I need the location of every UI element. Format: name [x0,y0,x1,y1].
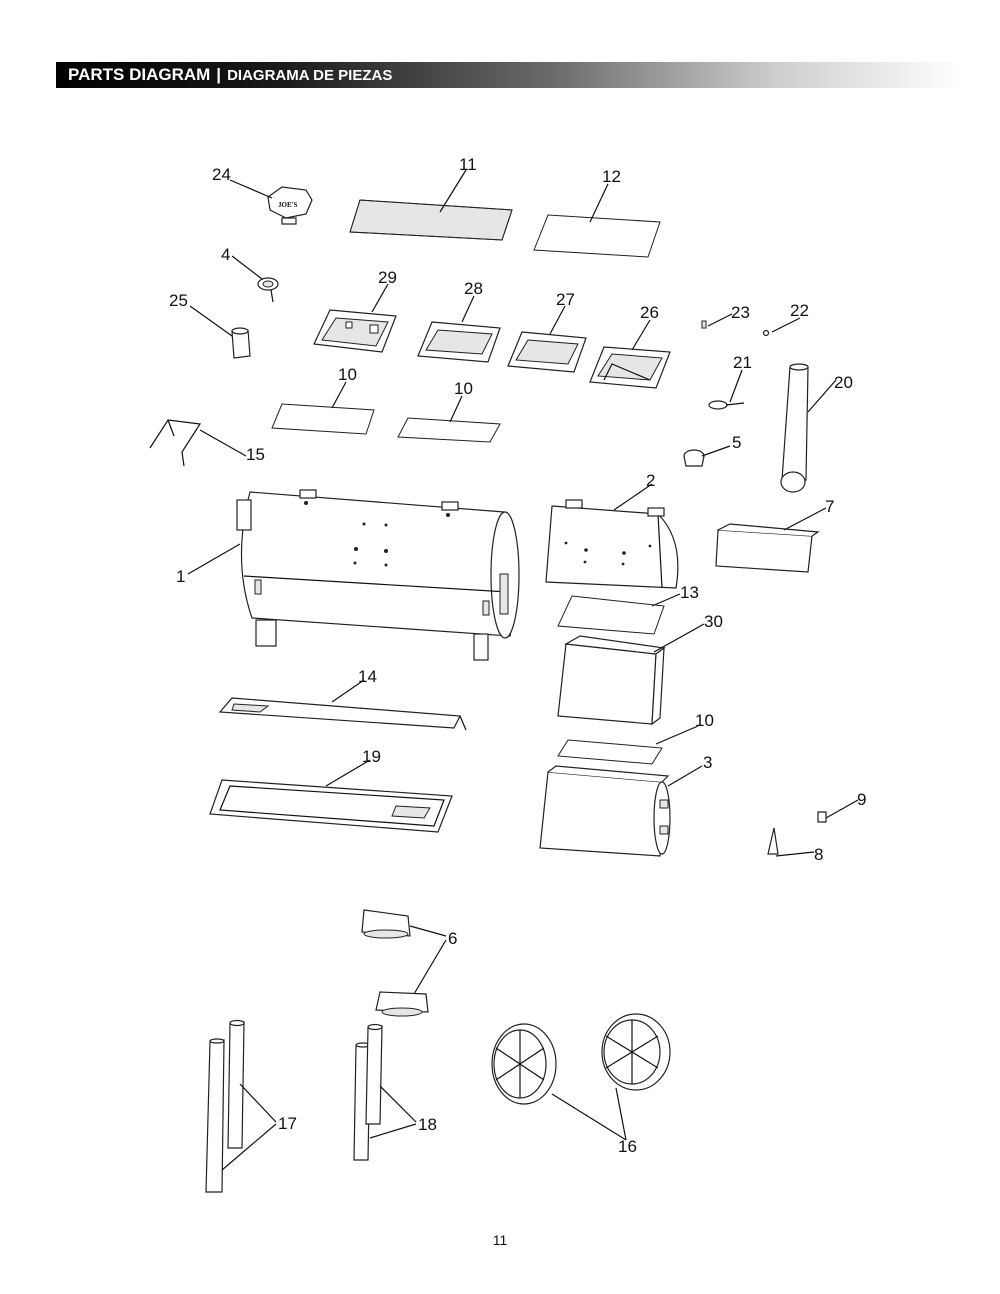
callout-30: 30 [704,612,723,631]
callout-7: 7 [825,497,834,516]
callout-14: 14 [358,667,377,686]
part-7-front-shelf [715,523,820,573]
callout-16: 16 [618,1137,637,1156]
part-29-heat-tray [313,309,397,353]
leader-lines [187,169,859,1171]
callout-12: 12 [602,167,621,186]
part-1-main-chamber [236,489,520,661]
part-4-thermometer [257,277,279,303]
part-25-damper-tube [231,327,251,359]
part-10-charcoal-grate [557,739,663,765]
logo-text: JOE'S [278,201,298,209]
callout-27: 27 [556,290,575,309]
page-number: 11 [492,1232,508,1248]
header-title-es: DIAGRAMA DE PIEZAS [227,66,393,84]
callout-19: 19 [362,747,381,766]
part-16-wheel-a [491,1023,557,1105]
part-5-knob [683,449,705,467]
part-11-cooking-grate [349,199,513,241]
callout-4: 4 [221,245,230,264]
header-title-en: PARTS DIAGRAM [68,65,211,84]
callout-15: 15 [246,445,265,464]
callout-22: 22 [790,301,809,320]
part-17-leg-b [227,1019,245,1149]
part-23-bolt [701,320,707,329]
callout-10-firebox: 10 [695,711,714,730]
part-10-warming-grate-b [397,417,501,443]
section-header: PARTS DIAGRAM | DIAGRAMA DE PIEZAS [56,62,960,88]
callout-28: 28 [464,279,483,298]
callout-1: 1 [176,567,185,586]
callout-24: 24 [212,165,231,184]
part-9-clip [817,811,827,823]
callout-21: 21 [733,353,752,372]
part-3-firebox [539,765,671,857]
callout-17: 17 [278,1114,297,1133]
callout-23: 23 [731,303,750,322]
part-18-leg-a [353,1042,371,1161]
callout-3: 3 [703,753,712,772]
callout-labels: 24 11 12 4 25 29 28 27 26 23 22 21 20 10… [169,155,866,1156]
part-15-handle [149,419,202,467]
part-18-leg-b [365,1023,383,1125]
part-26-heat-tray [589,346,671,389]
callout-6: 6 [448,929,457,948]
callout-20: 20 [834,373,853,392]
callout-9: 9 [857,790,866,809]
part-2-firebox-lid [545,499,679,589]
part-13-firebox-cooking-grate [557,595,665,635]
header-separator: | [216,65,222,84]
part-10-warming-grate-a [271,403,375,435]
callout-18: 18 [418,1115,437,1134]
part-27-heat-tray [507,331,587,373]
callout-10-upper-left: 10 [338,365,357,384]
part-22-nut [762,329,770,337]
callout-26: 26 [640,303,659,322]
part-6-wheel-bracket-a [361,909,411,939]
part-21-lifter [708,400,745,410]
callout-29: 29 [378,268,397,287]
callout-11: 11 [459,155,477,174]
part-20-smokestack [780,363,809,493]
callout-13: 13 [680,583,699,602]
part-28-heat-tray [417,321,501,363]
callout-8: 8 [814,845,823,864]
callout-10-upper-right: 10 [454,379,473,398]
callout-5: 5 [732,433,741,452]
part-19-bottom-shelf [209,779,453,833]
part-30-charcoal-basket [557,635,666,726]
callout-2: 2 [646,471,655,490]
part-14-lower-shelf [218,697,467,731]
part-12-cooking-grate [533,214,661,258]
callout-25: 25 [169,291,188,310]
part-8-pin [767,827,779,855]
part-16-wheel-b [601,1013,671,1091]
part-6-wheel-bracket-b [375,991,429,1017]
part-17-leg-a [205,1038,225,1193]
part-24-logo-plate: JOE'S [267,186,313,225]
